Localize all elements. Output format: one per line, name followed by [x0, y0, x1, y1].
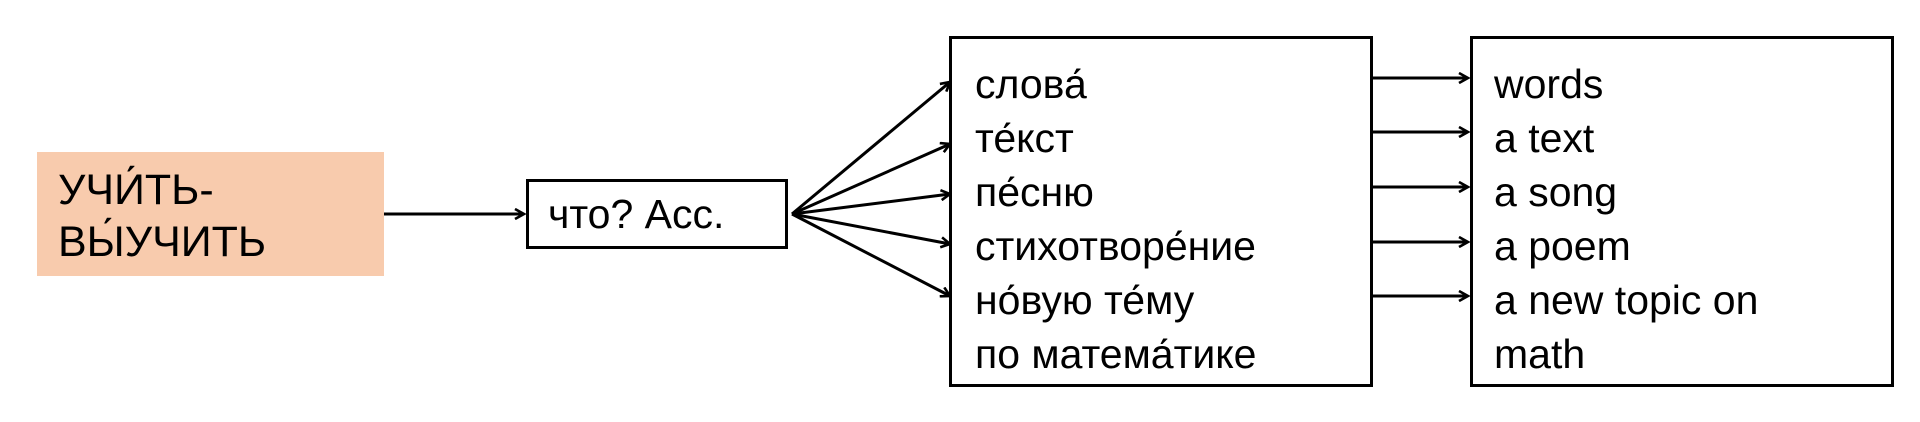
object-item: стихотворе́ние — [975, 223, 1256, 269]
translation-item: math — [1494, 331, 1586, 377]
verb-line-1: УЧИ́ТЬ- — [58, 166, 214, 214]
case-to-object-arrow — [791, 82, 950, 216]
case-question-box: что? Acc. — [526, 179, 788, 249]
case-to-object-arrow — [791, 212, 950, 296]
translation-item: a text — [1494, 115, 1595, 161]
verb-box: УЧИ́ТЬ- ВЫ́УЧИТЬ — [37, 152, 384, 276]
verb-line-2: ВЫ́УЧИТЬ — [58, 218, 267, 266]
object-item: пе́сню — [975, 169, 1094, 215]
translation-item: a new topic on — [1494, 277, 1759, 323]
translations-box: words a text a song a poem a new topic o… — [1470, 36, 1894, 387]
case-to-object-arrow — [791, 194, 950, 216]
translation-item: a poem — [1494, 223, 1631, 269]
translation-item: a song — [1494, 169, 1618, 215]
objects-box: слова́ те́кст пе́сню стихотворе́ние но́в… — [949, 36, 1373, 387]
object-item: те́кст — [975, 115, 1074, 161]
object-item: но́вую те́му — [975, 277, 1195, 323]
translation-item: words — [1494, 61, 1604, 107]
case-question-label: что? Acc. — [548, 191, 725, 237]
case-to-object-arrow — [791, 212, 950, 244]
case-to-object-arrow — [791, 144, 950, 216]
object-item: слова́ — [975, 61, 1087, 107]
object-item: по матема́тике — [975, 331, 1257, 377]
